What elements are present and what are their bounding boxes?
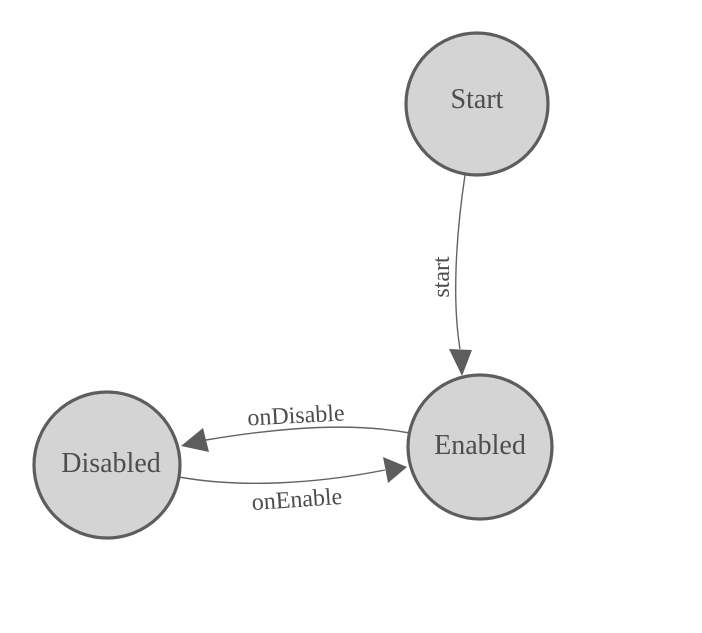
edge-label-start: start — [429, 256, 455, 298]
state-node-start — [404, 31, 550, 177]
edge-start-to-enabled — [455, 174, 466, 350]
edge-enabled-to-disabled — [205, 426, 411, 441]
state-label-disabled: Disabled — [61, 448, 161, 479]
edge-disabled-to-enabled — [178, 469, 386, 485]
arrowhead-disabled-to-enabled-icon — [383, 457, 407, 483]
state-label-start: Start — [451, 84, 504, 115]
arrowhead-start-to-enabled-icon — [449, 349, 472, 376]
state-node-disabled — [32, 390, 182, 540]
state-label-enabled: Enabled — [434, 430, 526, 461]
arrowhead-enabled-to-disabled-icon — [181, 428, 209, 452]
edge-label-onenable: onEnable — [251, 484, 343, 516]
state-node-enabled — [406, 373, 554, 521]
edge-label-ondisable: onDisable — [247, 400, 346, 431]
